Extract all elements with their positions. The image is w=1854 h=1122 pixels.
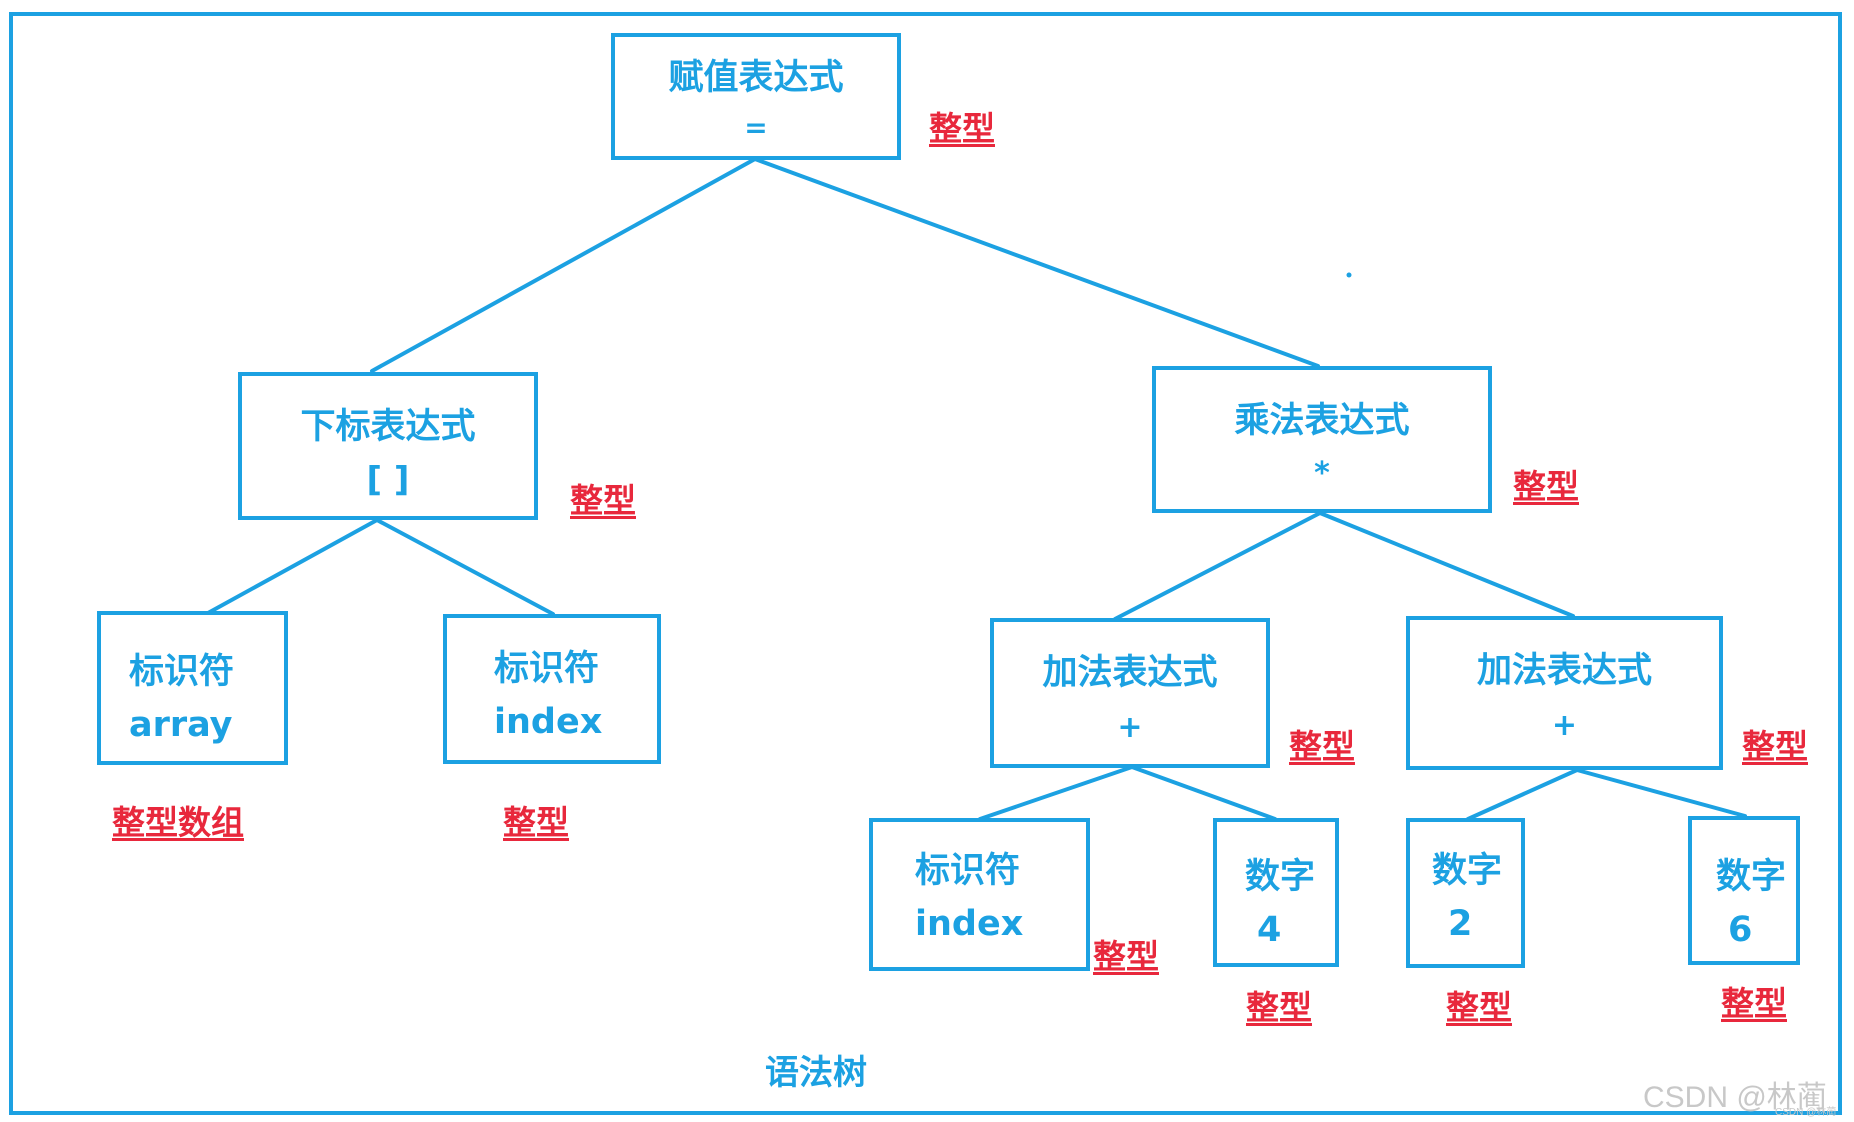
node-number-4: 数字 4 [1213, 818, 1339, 967]
type-label-add-right: 整型 [1742, 727, 1808, 766]
watermark: CSDN @林蔺 [1643, 1081, 1827, 1114]
node-title: 标识符 [494, 649, 600, 689]
edge-multiply-addright [1318, 511, 1575, 618]
type-label-index-right: 整型 [1093, 937, 1159, 976]
edge-multiply-addleft [1113, 511, 1322, 621]
edge-addright-num6 [1575, 768, 1747, 818]
node-multiply-expression: 乘法表达式 * [1152, 366, 1492, 513]
type-label-subscript: 整型 [570, 481, 636, 520]
node-identifier-index-left: 标识符 index [443, 614, 661, 764]
edge-subscript-array [206, 518, 379, 615]
node-identifier-array: 标识符 array [97, 611, 288, 765]
type-label-array: 整型数组 [112, 803, 244, 842]
node-symbol: 4 [1257, 910, 1282, 950]
node-add-expression-left: 加法表达式 + [990, 618, 1270, 768]
node-title: 下标表达式 [300, 407, 476, 447]
node-number-2: 数字 2 [1406, 818, 1525, 968]
node-title: 数字 [1245, 857, 1316, 897]
type-label-num-2: 整型 [1446, 988, 1512, 1027]
node-symbol: + [1117, 710, 1143, 745]
edge-addleft-num4 [1130, 765, 1277, 821]
type-label-num-6: 整型 [1721, 984, 1787, 1023]
edge-subscript-index [375, 518, 555, 616]
type-label-root: 整型 [929, 109, 995, 148]
type-label-num-4: 整型 [1246, 988, 1312, 1027]
node-title: 加法表达式 [1042, 653, 1218, 693]
node-title: 加法表达式 [1476, 651, 1652, 691]
diagram-caption: 语法树 [765, 1053, 867, 1093]
node-symbol: + [1551, 708, 1578, 743]
node-title: 赋值表达式 [668, 58, 844, 98]
stray-dot [1346, 272, 1352, 278]
node-number-6: 数字 6 [1688, 816, 1800, 965]
node-symbol: 2 [1448, 904, 1473, 944]
node-symbol: index [915, 904, 1024, 944]
node-symbol: index [494, 702, 603, 742]
edge-root-subscript [370, 157, 757, 373]
node-title: 数字 [1432, 851, 1503, 891]
node-identifier-index-right: 标识符 index [869, 818, 1090, 971]
edge-addright-num2 [1466, 768, 1579, 821]
type-label-index-left: 整型 [503, 803, 569, 842]
node-symbol: [ ] [366, 460, 410, 500]
node-symbol: * [1314, 456, 1330, 491]
node-symbol: 6 [1728, 910, 1753, 950]
type-label-multiply: 整型 [1513, 467, 1579, 506]
node-assignment-expression: 赋值表达式 = [611, 33, 901, 160]
node-subscript-expression: 下标表达式 [ ] [238, 372, 538, 520]
watermark-small: CSDN @林蔺 [1775, 1107, 1837, 1118]
type-label-add-left: 整型 [1289, 727, 1355, 766]
node-title: 标识符 [915, 851, 1021, 891]
edge-addleft-index [978, 765, 1134, 821]
node-title: 数字 [1716, 857, 1787, 897]
node-symbol: = [744, 111, 768, 144]
node-title: 乘法表达式 [1234, 401, 1410, 441]
node-add-expression-right: 加法表达式 + [1406, 616, 1723, 770]
node-symbol: array [129, 705, 233, 745]
node-title: 标识符 [129, 652, 235, 692]
diagram-frame [9, 12, 1842, 1115]
edge-root-multiply [753, 157, 1320, 368]
